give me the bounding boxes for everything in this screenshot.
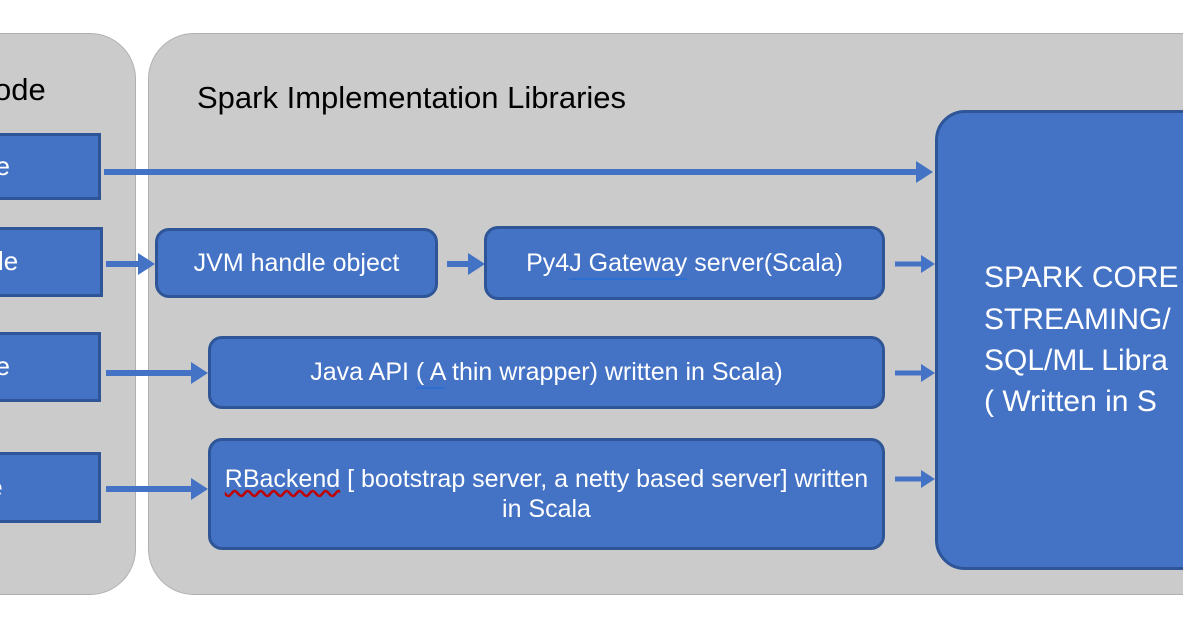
arrow-head bbox=[921, 364, 935, 382]
arrow-head bbox=[921, 255, 935, 273]
arrow-head bbox=[191, 362, 208, 384]
left-box-1[interactable]: de bbox=[0, 133, 101, 200]
arrow-shaft bbox=[895, 370, 921, 376]
left-box-4[interactable]: e bbox=[0, 452, 101, 523]
arrow-shaft bbox=[106, 370, 191, 376]
arrow-head bbox=[921, 470, 935, 488]
py4j-gateway-server[interactable]: Py4J Gateway server(Scala) bbox=[484, 226, 885, 300]
spark-core-line-2: STREAMING/ bbox=[984, 302, 1171, 336]
rbackend-part-1-misspelled: RBackend bbox=[224, 464, 341, 493]
arrow-head bbox=[468, 253, 485, 275]
center-panel-title: Spark Implementation Libraries bbox=[197, 80, 627, 115]
arrow-shaft bbox=[106, 261, 138, 267]
java-api-part-2-underlined: ( A bbox=[415, 358, 446, 390]
py4j-part-2-underlined: J Gateway bbox=[569, 248, 688, 280]
rbackend[interactable]: RBackend [ bootstrap server, a netty bas… bbox=[208, 438, 885, 550]
arrow-head bbox=[191, 478, 208, 500]
arrow-shaft bbox=[447, 261, 468, 267]
arrow-shaft bbox=[104, 169, 916, 175]
java-api-part-1: Java API bbox=[310, 358, 416, 387]
rbackend-part-2: [ bootstrap server, a netty based server… bbox=[340, 464, 869, 524]
java-api[interactable]: Java API ( A thin wrapper) written in Sc… bbox=[208, 336, 885, 409]
java-api-part-3: thin wrapper) written in Scala) bbox=[445, 358, 783, 387]
left-panel-title: ode bbox=[0, 72, 46, 107]
left-box-3-label: de bbox=[0, 351, 10, 382]
spark-core-box[interactable]: SPARK CORE STREAMING/ SQL/ML Libra ( Wri… bbox=[935, 110, 1183, 570]
spark-core-line-3: SQL/ML Libra bbox=[984, 344, 1168, 377]
left-box-1-label: de bbox=[0, 150, 10, 181]
spark-core-line-4: ( Written in S bbox=[984, 385, 1157, 419]
py4j-part-1: Py4 bbox=[526, 248, 570, 277]
left-box-4-label: e bbox=[0, 472, 13, 504]
java-api-label: Java API ( A thin wrapper) written in Sc… bbox=[300, 357, 792, 390]
rbackend-label: RBackend [ bootstrap server, a netty bas… bbox=[211, 464, 882, 525]
left-box-2-label: ode bbox=[0, 246, 19, 277]
left-box-2[interactable]: ode bbox=[0, 227, 103, 297]
py4j-gateway-server-label: Py4J Gateway server(Scala) bbox=[516, 248, 853, 280]
arrow-shaft bbox=[895, 476, 921, 482]
left-box-3[interactable]: de bbox=[0, 332, 101, 402]
py4j-part-3: server(Scala) bbox=[687, 248, 843, 277]
spark-core-line-1: SPARK CORE bbox=[984, 261, 1179, 295]
arrow-head bbox=[916, 161, 933, 183]
arrow-shaft bbox=[106, 486, 191, 492]
arrow-head bbox=[138, 253, 155, 275]
arrow-shaft bbox=[895, 261, 921, 267]
jvm-handle-object-label: JVM handle object bbox=[193, 248, 400, 277]
jvm-handle-object[interactable]: JVM handle object bbox=[155, 228, 438, 298]
